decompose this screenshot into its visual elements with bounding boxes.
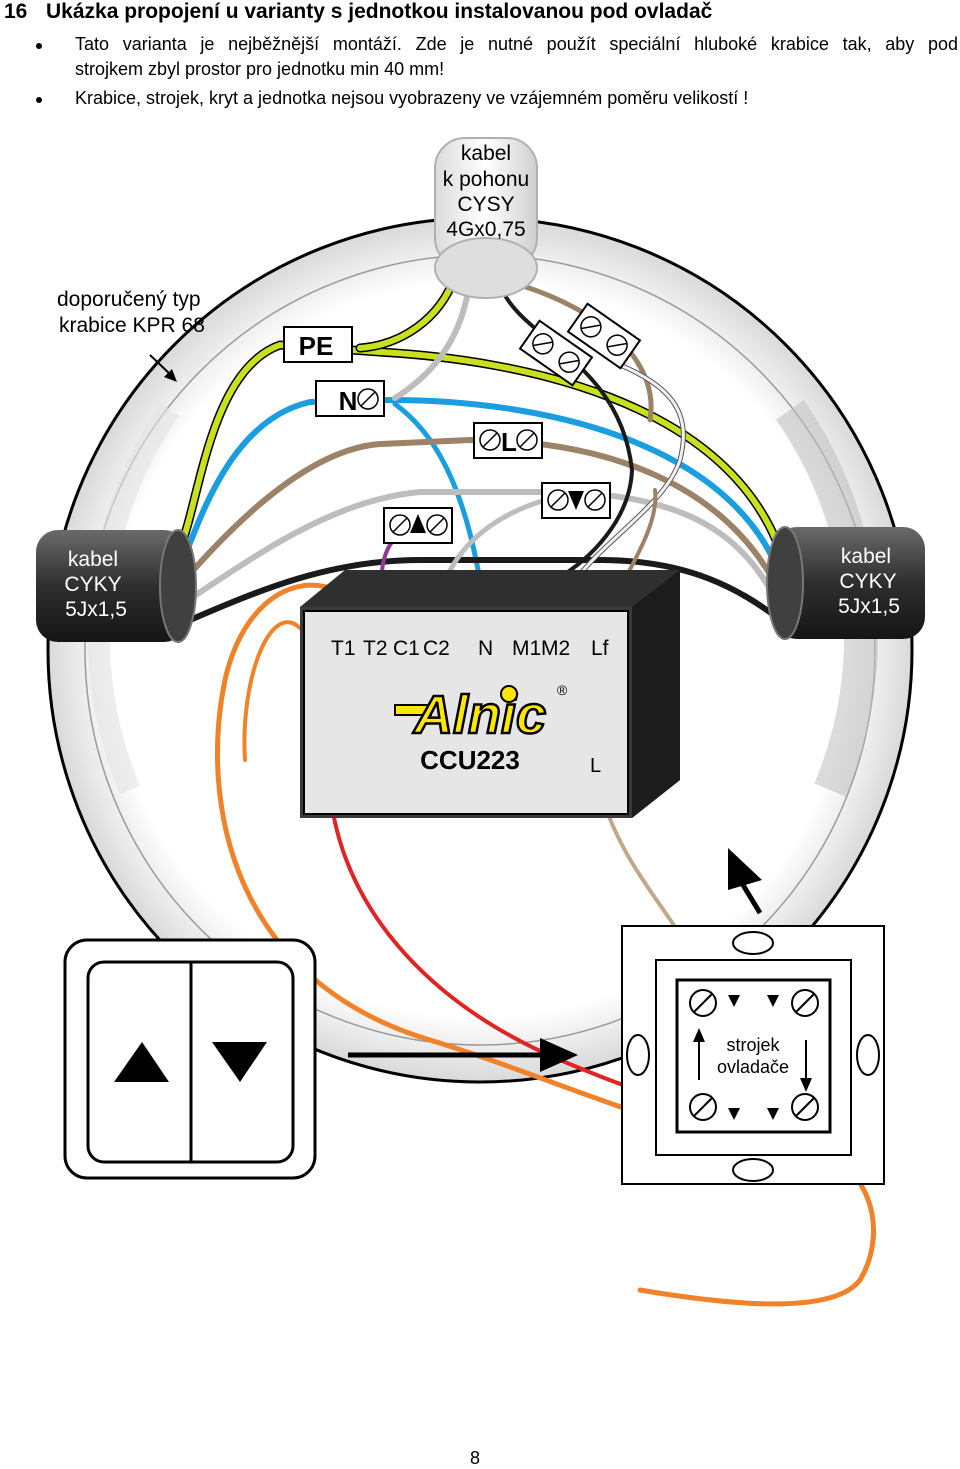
- bullet-text-continued: strojkem zbyl prostor pro jednotku min 4…: [75, 59, 445, 79]
- motor-terminal-down-icon: [566, 302, 642, 370]
- terminal-l-label: L: [501, 427, 517, 457]
- registered-mark: ®: [557, 682, 568, 698]
- switch-mechanism: strojek ovladače: [621, 925, 885, 1185]
- terminal-down-arrow-icon: [541, 482, 611, 519]
- motor-cable-line-4: 4Gx0,75: [446, 218, 525, 241]
- terminal-n-label: N: [339, 386, 358, 416]
- switch-cover: [63, 938, 317, 1180]
- section-heading: 16 Ukázka propojení u varianty s jednotk…: [0, 0, 960, 30]
- left-supply-cable: kabel CYKY 5Jx1,5: [36, 529, 197, 643]
- left-cable-line-2: CYKY: [64, 573, 121, 596]
- right-cable-line-2: CYKY: [839, 570, 896, 593]
- box-label-line-2: krabice KPR 68: [59, 314, 205, 337]
- unit-terminal-lf: Lf: [591, 637, 609, 660]
- bullet-list: Tato varianta je nejběžnější montáží. Zd…: [0, 32, 960, 115]
- section-title: Ukázka propojení u varianty s jednotkou …: [46, 0, 713, 23]
- bullet-item-1: Tato varianta je nejběžnější montáží. Zd…: [0, 32, 960, 82]
- alnic-logo: Alnic ®: [394, 682, 568, 746]
- down-arrow-icon: [212, 1042, 267, 1082]
- section-number: 16: [4, 0, 28, 23]
- direction-arrow-up-icon: [728, 848, 763, 915]
- box-label-line-1: doporučený typ: [57, 288, 201, 311]
- motor-cable-line-3: CYSY: [457, 193, 514, 216]
- box-pointer-arrow-icon: [149, 354, 177, 382]
- bullet-item-2: Krabice, strojek, kryt a jednotka nejsou…: [0, 86, 960, 111]
- unit-l-terminal: L: [590, 755, 601, 777]
- motor-cable-line-2: k pohonu: [443, 168, 529, 191]
- motor-cable: kabel k pohonu CYSY 4Gx0,75: [434, 137, 538, 299]
- motor-terminal-up-icon: [518, 319, 594, 387]
- unit-terminal-m2: M2: [541, 637, 570, 660]
- unit-terminal-n: N: [478, 637, 493, 660]
- bullet-dot-icon: [36, 43, 42, 49]
- left-cable-line-3: 5Jx1,5: [65, 598, 127, 621]
- right-supply-cable: kabel CYKY 5Jx1,5: [766, 526, 925, 640]
- brand-name: Alnic: [412, 685, 546, 745]
- right-cable-line-1: kabel: [841, 545, 891, 568]
- right-cable-line-3: 5Jx1,5: [838, 595, 900, 618]
- bullet-dot-icon: [36, 97, 42, 103]
- page-number: 8: [470, 1448, 481, 1468]
- unit-terminal-m1: M1: [512, 637, 541, 660]
- unit-terminal-c2: C2: [423, 637, 450, 660]
- terminal-pe-label: PE: [299, 331, 334, 361]
- unit-terminal-t2: T2: [363, 637, 388, 660]
- mechanism-label-line-2: ovladače: [717, 1057, 789, 1077]
- cover-to-mechanism-arrow-icon: [348, 1038, 578, 1072]
- terminal-l: L: [473, 422, 543, 459]
- bullet-text: Krabice, strojek, kryt a jednotka nejsou…: [75, 88, 749, 108]
- motor-cable-line-1: kabel: [461, 142, 511, 165]
- up-arrow-icon: [114, 1042, 169, 1082]
- unit-terminal-c1: C1: [393, 637, 420, 660]
- bullet-text: Tato varianta je nejběžnější montáží. Zd…: [75, 34, 958, 54]
- terminal-up-arrow-icon: [383, 507, 453, 544]
- unit-terminal-t1: T1: [331, 637, 356, 660]
- terminal-pe: PE: [283, 326, 353, 363]
- model-name: CCU223: [420, 745, 520, 775]
- terminal-n: N: [315, 380, 385, 417]
- left-cable-line-1: kabel: [68, 548, 118, 571]
- mechanism-label-line-1: strojek: [726, 1035, 780, 1055]
